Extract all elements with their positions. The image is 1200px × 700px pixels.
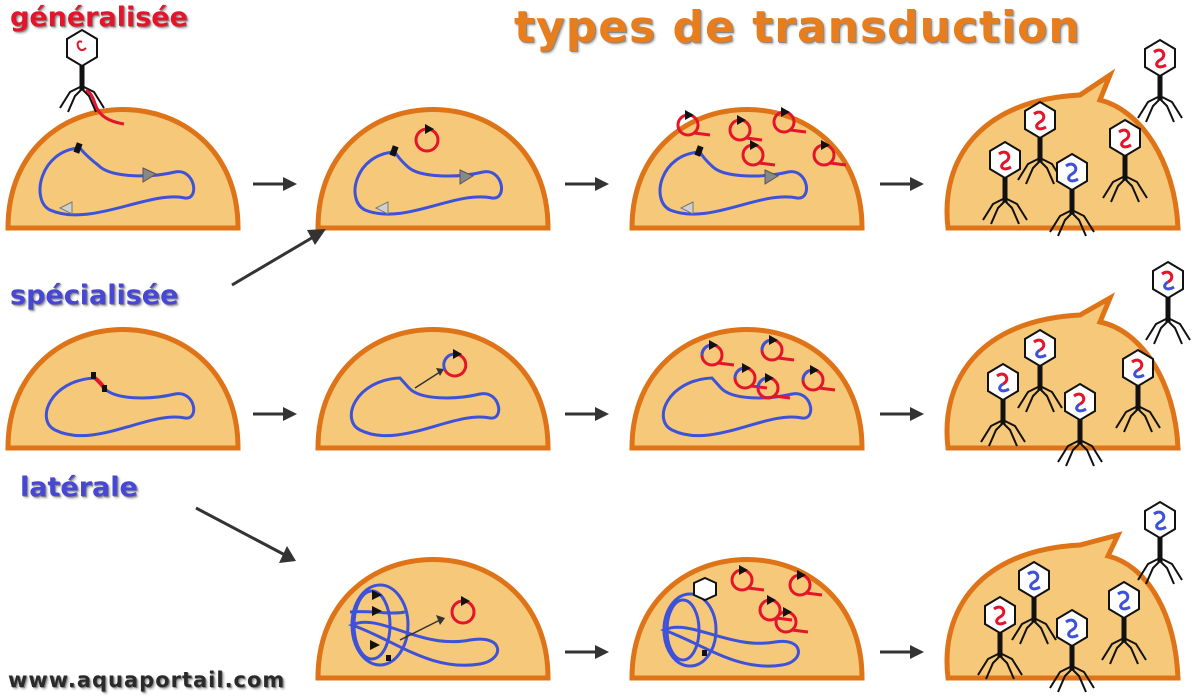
arrow-icon xyxy=(878,643,926,661)
row-label-generalised: généralisée xyxy=(10,2,188,33)
arrow-icon xyxy=(231,229,326,287)
bacterium-cell xyxy=(5,107,241,231)
arrow-icon xyxy=(195,506,296,563)
bacterium-cell-lysed xyxy=(944,502,1182,692)
row-label-lateral: latérale xyxy=(20,472,138,503)
arrow-icon xyxy=(878,175,926,193)
bacterium-cell xyxy=(629,327,865,451)
website-url[interactable]: www.aquaportail.com xyxy=(8,668,286,692)
arrow-icon xyxy=(563,175,611,193)
arrow-icon xyxy=(251,175,299,193)
row-generalised xyxy=(5,30,1182,236)
row-lateral xyxy=(315,502,1182,692)
arrow-icon xyxy=(251,405,299,423)
row-specialised xyxy=(5,262,1190,466)
bacterium-cell-lysed xyxy=(944,262,1190,466)
bacteriophage-icon xyxy=(1138,40,1182,122)
arrow-icon xyxy=(563,643,611,661)
bacteriophage-icon xyxy=(1146,262,1190,344)
bacteriophage-icon xyxy=(1138,502,1182,584)
row-label-specialised: spécialisée xyxy=(10,280,179,311)
bacteriophage-icon xyxy=(60,30,125,126)
bacterium-cell-lysed xyxy=(944,40,1182,236)
diagram-title: types de transduction xyxy=(514,2,1081,53)
arrow-icon xyxy=(878,405,926,423)
bacterium-cell xyxy=(629,105,865,231)
arrow-icon xyxy=(563,405,611,423)
bacterium-cell xyxy=(5,327,241,451)
bacterium-cell xyxy=(315,107,551,231)
bacterium-cell xyxy=(315,327,551,451)
bacterium-cell xyxy=(315,557,551,681)
bacterium-cell xyxy=(629,557,865,681)
